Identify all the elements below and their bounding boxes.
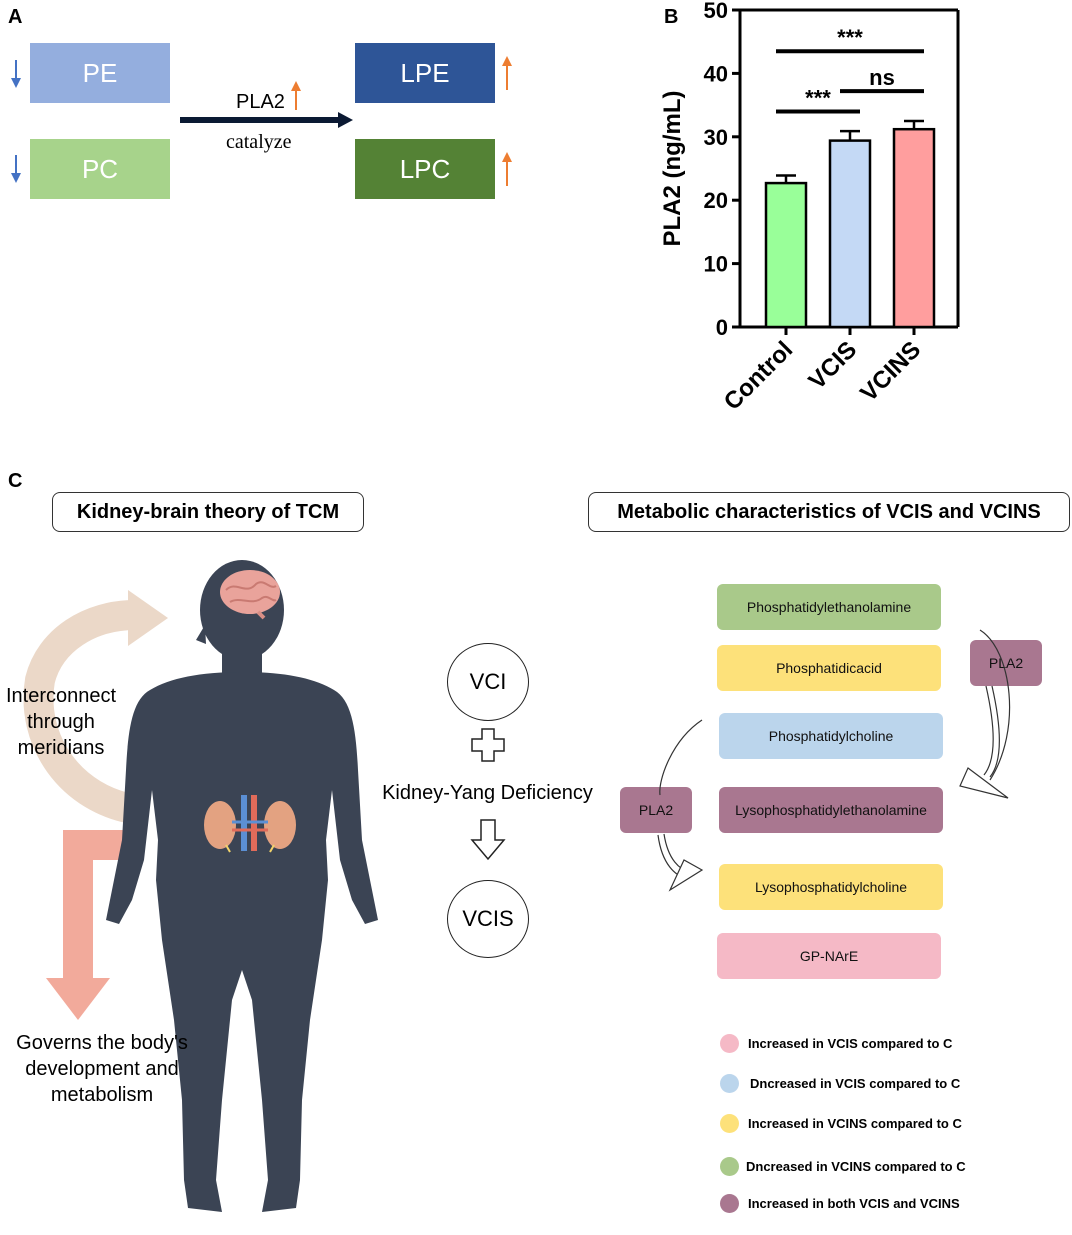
panel-label-b: B: [664, 6, 679, 28]
interconnect-curved-arrow-icon: [23, 590, 168, 825]
panel-a-arrows: [11, 56, 512, 186]
x-tick-label: VCINS: [855, 336, 926, 407]
curved-arrow-left-icon: [657, 719, 704, 892]
interconnect-text: Interconnect through meridians: [5, 685, 117, 759]
panel-label-a: A: [8, 6, 23, 28]
panel-label-c: C: [8, 470, 23, 492]
lpc-box: LPC: [355, 139, 495, 199]
y-tick-label: 0: [716, 315, 728, 340]
metabolite-pill-pe: Phosphatidylethanolamine: [717, 584, 941, 630]
vci-circle: VCI: [447, 643, 529, 721]
conversion-arrows: [657, 629, 1011, 892]
legend-label-4: Dncreased in VCINS compared to C: [746, 1159, 966, 1174]
legend-label-2: Dncreased in VCIS compared to C: [750, 1076, 961, 1091]
metabolite-pill-pa: Phosphatidicacid: [717, 645, 941, 691]
y-tick-label: 50: [704, 0, 728, 23]
plus-icon: [471, 728, 505, 762]
lpe-box: LPE: [355, 43, 495, 103]
y-axis-label: PLA2 (ng/mL): [659, 91, 686, 247]
legend-label-3: Increased in VCINS compared to C: [748, 1116, 962, 1131]
kidney-brain-title: Kidney-brain theory of TCM: [52, 492, 364, 532]
body-silhouette-icon: [106, 560, 378, 1212]
metabolite-pill-pc: Phosphatidylcholine: [719, 713, 943, 759]
legend-dot-5: [720, 1194, 739, 1213]
catalyze-label: catalyze: [226, 131, 292, 153]
legend-dot-4: [720, 1157, 739, 1176]
y-tick-label: 40: [704, 61, 728, 86]
pc-down-arrow-icon: [11, 155, 21, 183]
pc-box: PC: [30, 139, 170, 199]
down-arrow-icon: [470, 819, 506, 861]
y-tick-label: 30: [704, 125, 728, 150]
lpe-up-arrow-icon: [502, 56, 512, 90]
metabolite-pill-lpe: Lysophosphatidylethanolamine: [719, 787, 943, 833]
metabolic-title: Metabolic characteristics of VCIS and VC…: [588, 492, 1070, 532]
pe-down-arrow-icon: [11, 60, 21, 88]
vcis-circle: VCIS: [447, 880, 529, 958]
pe-box: PE: [30, 43, 170, 103]
significance-label: ***: [805, 85, 831, 110]
bar-vcins: [892, 127, 936, 329]
significance-label: ***: [837, 25, 863, 50]
pla2-label: PLA2: [236, 91, 285, 113]
human-body-illustration: [23, 560, 378, 1212]
metabolite-pill-lpc: Lysophosphatidylcholine: [719, 864, 943, 910]
metabolite-pill-gpnare: GP-NArE: [717, 933, 941, 979]
pla2-enzyme-left: PLA2: [620, 787, 692, 833]
kidney-yang-label: Kidney-Yang Deficiency: [382, 782, 593, 804]
pla2-up-arrow-icon: [291, 81, 301, 110]
curved-arrow-right-icon: [959, 629, 1011, 799]
legend-dot-1: [720, 1034, 739, 1053]
vci-flow-icons: [470, 728, 506, 861]
significance-label: ns: [869, 65, 895, 90]
lpc-up-arrow-icon: [502, 152, 512, 186]
kidney-icon: [204, 795, 296, 853]
governs-down-arrow-icon: [46, 830, 138, 1020]
catalyze-arrow-icon: [180, 112, 353, 128]
legend-label-5: Increased in both VCIS and VCINS: [748, 1196, 960, 1211]
legend-dot-2: [720, 1074, 739, 1093]
pla2-enzyme-top: PLA2: [970, 640, 1042, 686]
bar-control: [764, 181, 808, 329]
brain-icon: [220, 570, 280, 620]
y-tick-label: 10: [704, 252, 728, 277]
governs-text: Governs the body's development and metab…: [16, 1032, 188, 1106]
y-tick-label: 20: [704, 188, 728, 213]
x-tick-label: Control: [719, 336, 798, 415]
legend-dot-3: [720, 1114, 739, 1133]
x-tick-label: VCIS: [804, 336, 863, 395]
bar-vcis: [828, 139, 872, 329]
legend-label-1: Increased in VCIS compared to C: [748, 1036, 953, 1051]
